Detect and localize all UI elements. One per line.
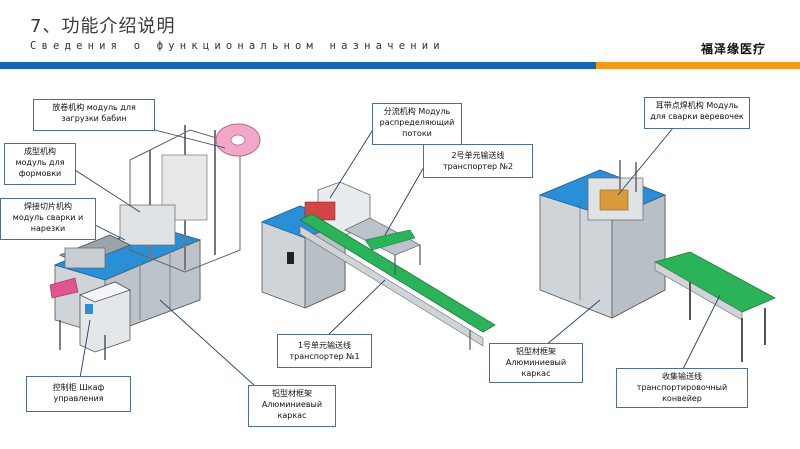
label-collector-line1: 收集输送线: [662, 372, 702, 381]
label-distributor-module: 分流机构 Модуль распределяющий потоки: [372, 103, 462, 145]
label-frame1-line1: 铝型材框架: [272, 389, 312, 398]
label-welding-line2: модуль сварки и: [12, 213, 84, 222]
label-welding-line1: 焊接切片机构: [24, 202, 72, 211]
label-control-cabinet: 控制柜 Шкаф управления: [26, 376, 131, 412]
label-earloop-module: 耳带点焊机构 Модуль для сварки веревочек: [644, 97, 750, 129]
label-frame1-line3: каркас: [277, 411, 307, 420]
label-distributor-line2: распределяющий: [379, 118, 455, 127]
label-distributor-line3: потоки: [402, 129, 432, 138]
label-conveyor-2: 2号单元输送线 транспортер №2: [423, 144, 533, 178]
label-collector-line2: транспортировочный: [636, 383, 728, 392]
label-control-line2: управления: [53, 394, 104, 403]
leader-lines: [74, 127, 721, 396]
label-earloop-line2: для сварки веревочек: [650, 112, 744, 121]
label-unwind-module: 放卷机构 модуль для загрузки бабин: [33, 99, 155, 131]
label-frame2-line2: Алюминиевый: [505, 358, 567, 367]
machine-1: [49, 123, 261, 360]
label-welding-line3: нарезки: [30, 224, 66, 233]
label-conveyor2-line1: 2号单元输送线: [451, 151, 505, 160]
header-bar-blue: [0, 62, 596, 69]
machine-2: [260, 181, 496, 350]
label-frame1-line2: Алюминиевый: [261, 400, 323, 409]
label-forming-line1: 成型机构: [24, 147, 56, 156]
header-bar-orange: [596, 62, 800, 69]
label-frame2-line1: 铝型材框架: [516, 347, 556, 356]
label-forming-module: 成型机构 модуль для формовки: [4, 143, 76, 185]
label-conveyor1-line1: 1号单元输送线: [297, 341, 352, 350]
label-conveyor-1: 1号单元输送线 транспортер №1: [277, 334, 372, 368]
label-distributor-line1: 分流机构 Модуль: [383, 107, 451, 116]
label-unwind-line2: загрузки бабин: [61, 114, 127, 123]
label-welding-module: 焊接切片机构 модуль сварки и нарезки: [0, 198, 96, 240]
label-earloop-line1: 耳带点焊机构 Модуль: [655, 101, 739, 110]
page-subtitle: Сведения о функциональном назначении: [30, 40, 445, 52]
label-forming-line3: формовки: [18, 169, 62, 178]
machine-3: [538, 160, 776, 362]
label-frame2-line3: каркас: [521, 369, 551, 378]
label-aluminium-frame-1: 铝型材框架 Алюминиевый каркас: [248, 385, 336, 427]
page-title: 7、功能介绍说明: [30, 16, 176, 37]
label-forming-line2: модуль для: [15, 158, 65, 167]
label-conveyor1-line2: транспортер №1: [289, 352, 360, 361]
label-collector-line3: конвейер: [662, 394, 702, 403]
label-conveyor2-line2: транспортер №2: [442, 162, 514, 171]
label-unwind-line1: 放卷机构 модуль для: [52, 103, 136, 112]
label-collector-conveyor: 收集输送线 транспортировочный конвейер: [616, 368, 748, 408]
label-aluminium-frame-2: 铝型材框架 Алюминиевый каркас: [489, 343, 583, 383]
brand-logo-text: 福泽缘医疗: [700, 42, 766, 56]
label-control-line1: 控制柜 Шкаф: [52, 383, 105, 392]
